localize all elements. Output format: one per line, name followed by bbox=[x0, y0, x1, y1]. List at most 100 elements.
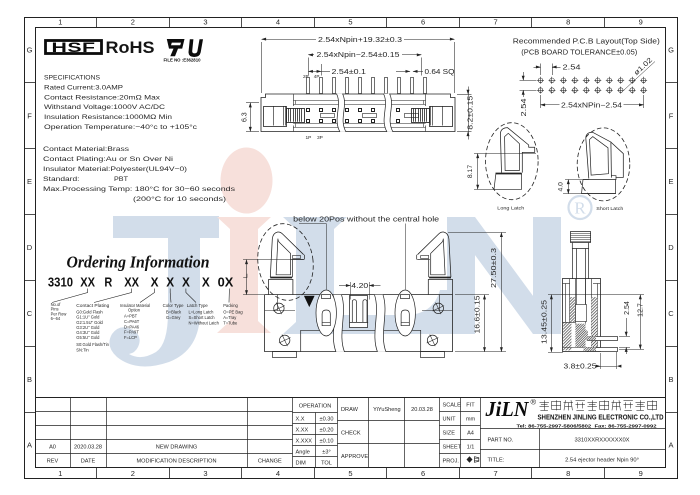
svg-text:Insulation Resistance:1000MΩ M: Insulation Resistance:1000MΩ Min bbox=[44, 114, 172, 121]
svg-text:S0:Gold Flash/Tin: S0:Gold Flash/Tin bbox=[76, 342, 109, 347]
svg-text:A=Tray: A=Tray bbox=[223, 315, 237, 320]
svg-text:0X: 0X bbox=[218, 276, 234, 290]
svg-text:A0: A0 bbox=[49, 444, 56, 450]
svg-text:DATE: DATE bbox=[81, 458, 96, 464]
svg-text:F=PA9T: F=PA9T bbox=[124, 330, 139, 335]
svg-text:E: E bbox=[27, 177, 32, 186]
svg-text:Contact Resistance:20mΩ Max: Contact Resistance:20mΩ Max bbox=[44, 94, 161, 101]
svg-text:Packing: Packing bbox=[223, 303, 238, 308]
svg-text:G2:1.5U" Gold: G2:1.5U" Gold bbox=[76, 320, 103, 325]
svg-text:X.XXX: X.XXX bbox=[296, 439, 313, 445]
svg-text:G1:1U" Gold: G1:1U" Gold bbox=[76, 315, 100, 320]
svg-text:JiLN: JiLN bbox=[485, 397, 530, 421]
svg-text:Insulator Material: Insulator Material bbox=[120, 303, 150, 308]
svg-text:SHEET: SHEET bbox=[443, 445, 462, 451]
svg-text:C=PA6T: C=PA6T bbox=[124, 319, 140, 324]
svg-text:6--64: 6--64 bbox=[51, 316, 61, 321]
svg-text:Contact Plating: Contact Plating bbox=[76, 303, 110, 308]
svg-text:2.54xNpin+19.32±0.3: 2.54xNpin+19.32±0.3 bbox=[318, 37, 402, 44]
svg-text:APPROVE: APPROVE bbox=[341, 454, 368, 460]
svg-text:±0.20: ±0.20 bbox=[320, 428, 334, 434]
svg-text:mm: mm bbox=[466, 417, 476, 423]
svg-text:27.50±0.3: 27.50±0.3 bbox=[491, 248, 498, 288]
svg-text:D: D bbox=[27, 243, 33, 252]
svg-text:4P: 4P bbox=[314, 74, 320, 79]
svg-text:S=Short Latch: S=Short Latch bbox=[189, 315, 216, 320]
svg-text:Option: Option bbox=[128, 308, 141, 313]
svg-text:SHENZHEN JINLING ELECTRONIC CO: SHENZHEN JINLING ELECTRONIC CO.,LTD bbox=[538, 414, 664, 421]
svg-text:G4:3U" Gold: G4:3U" Gold bbox=[76, 330, 100, 335]
svg-text:A: A bbox=[668, 441, 673, 450]
svg-text:Recommended P.C.B Layout(Top S: Recommended P.C.B Layout(Top Side) bbox=[513, 39, 660, 46]
svg-text:O=PE Bag: O=PE Bag bbox=[223, 310, 243, 315]
svg-text:X: X bbox=[166, 276, 175, 290]
svg-text:N=Without Latch: N=Without Latch bbox=[189, 320, 220, 325]
svg-text:PART NO.: PART NO. bbox=[488, 438, 514, 444]
svg-text:G3:2U" Gold: G3:2U" Gold bbox=[76, 325, 100, 330]
svg-text:±3°: ±3° bbox=[322, 449, 330, 455]
svg-text:Contact Material:Brass: Contact Material:Brass bbox=[43, 146, 130, 153]
svg-text:CHECK: CHECK bbox=[341, 431, 361, 437]
svg-text:SIZE: SIZE bbox=[443, 431, 456, 437]
svg-text:Insulator Material:Polyester(U: Insulator Material:Polyester(UL94V−0) bbox=[43, 166, 187, 173]
svg-text:Contact Plating:Au or Sn Over: Contact Plating:Au or Sn Over Ni bbox=[43, 156, 174, 163]
svg-text:8: 8 bbox=[566, 469, 570, 478]
svg-text:4: 4 bbox=[276, 18, 280, 27]
svg-text:R: R bbox=[104, 276, 112, 290]
svg-text:F: F bbox=[27, 111, 32, 120]
svg-text:G: G bbox=[27, 46, 33, 55]
svg-text:T=Tube: T=Tube bbox=[223, 320, 238, 325]
svg-text:3.8±0.25: 3.8±0.25 bbox=[564, 363, 597, 370]
svg-text:Angle: Angle bbox=[296, 449, 310, 455]
svg-text:2.54xNpin−2.54±0.15: 2.54xNpin−2.54±0.15 bbox=[317, 52, 400, 59]
svg-text:RoHS: RoHS bbox=[106, 39, 155, 57]
svg-text:5: 5 bbox=[348, 18, 352, 27]
svg-text:TITLE:: TITLE: bbox=[488, 457, 505, 463]
svg-text:SCALE: SCALE bbox=[443, 403, 462, 409]
svg-text:G: G bbox=[668, 46, 674, 55]
svg-text:DRAW: DRAW bbox=[341, 407, 359, 413]
svg-text:12.7: 12.7 bbox=[638, 303, 645, 317]
svg-text:Tel: 86-755-2997-5806/5802 Fa: Tel: 86-755-2997-5806/5802 Fax: 86-755-2… bbox=[517, 423, 657, 429]
svg-text:2.54: 2.54 bbox=[563, 64, 581, 71]
svg-text:NEW DRAWING: NEW DRAWING bbox=[156, 444, 197, 450]
svg-text:X.XX: X.XX bbox=[296, 428, 309, 434]
svg-text:2.54±0.1: 2.54±0.1 bbox=[332, 69, 367, 76]
svg-text:B: B bbox=[27, 375, 32, 384]
svg-text:Operation Temperature:−40°c to: Operation Temperature:−40°c to +105°c bbox=[44, 123, 198, 131]
svg-text:XX: XX bbox=[124, 276, 139, 290]
svg-text:5: 5 bbox=[348, 469, 352, 478]
svg-text:R: R bbox=[574, 199, 586, 218]
svg-text:6.3: 6.3 bbox=[241, 112, 248, 122]
svg-text:DIM: DIM bbox=[296, 460, 307, 466]
svg-text:2P: 2P bbox=[303, 74, 309, 79]
svg-text:±0.10: ±0.10 bbox=[320, 439, 334, 445]
svg-text:9: 9 bbox=[639, 18, 643, 27]
svg-text:3P: 3P bbox=[317, 135, 323, 141]
svg-text:D=PA46: D=PA46 bbox=[124, 324, 140, 329]
svg-text:B=Black: B=Black bbox=[166, 310, 182, 315]
svg-text:C: C bbox=[27, 309, 33, 318]
svg-text:FILE NO :E362810: FILE NO :E362810 bbox=[164, 58, 202, 63]
svg-text:A4: A4 bbox=[467, 431, 474, 437]
svg-text:C: C bbox=[668, 309, 674, 318]
svg-text:2: 2 bbox=[131, 18, 135, 27]
svg-text:X: X bbox=[202, 276, 211, 290]
svg-text:B: B bbox=[668, 375, 673, 384]
svg-text:8.17: 8.17 bbox=[467, 165, 474, 178]
svg-text:2.54: 2.54 bbox=[624, 301, 631, 315]
svg-text:SN:Tin: SN:Tin bbox=[76, 347, 89, 352]
svg-text:16.6±0.15: 16.6±0.15 bbox=[474, 295, 481, 333]
svg-text:UNIT: UNIT bbox=[443, 417, 457, 423]
svg-text:G0:Gold Flash: G0:Gold Flash bbox=[76, 310, 103, 315]
svg-text:Pins: Pins bbox=[51, 307, 59, 312]
svg-text:1P: 1P bbox=[306, 135, 312, 141]
svg-text:A: A bbox=[27, 441, 32, 450]
svg-text:F: F bbox=[669, 111, 674, 120]
svg-text:G=Grey: G=Grey bbox=[166, 315, 181, 320]
svg-text:TOL: TOL bbox=[321, 460, 332, 466]
svg-text:OPERATION: OPERATION bbox=[299, 404, 332, 410]
svg-text:Short Latch: Short Latch bbox=[596, 206, 623, 211]
svg-text:4.20: 4.20 bbox=[351, 283, 368, 290]
svg-text:9: 9 bbox=[639, 469, 643, 478]
